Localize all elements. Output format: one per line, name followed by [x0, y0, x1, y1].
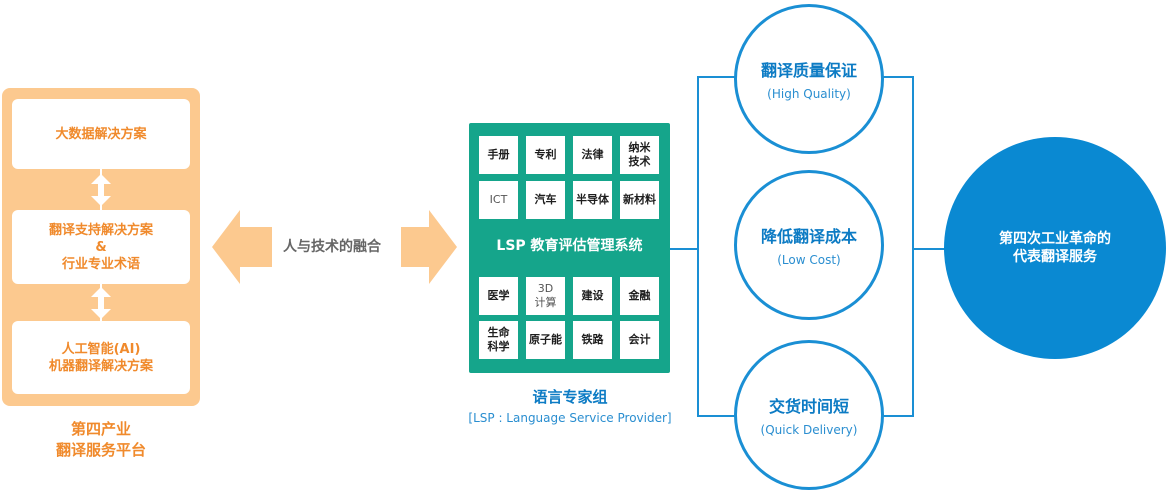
bracket-bottom-right	[880, 415, 914, 417]
bracket-bottom-left	[697, 415, 737, 417]
double-arrow-icon	[91, 174, 111, 206]
domain-label: 原子能	[529, 333, 562, 346]
double-arrow-icon	[91, 287, 111, 319]
terminology-label: 行业专业术语	[61, 256, 140, 272]
left-bracket-line	[697, 76, 699, 416]
domain-label: 手册	[487, 148, 510, 161]
platform-caption-line1: 第四产业	[70, 420, 131, 438]
domain-label: 汽车	[534, 193, 557, 206]
domain-cell: 3D 计算	[526, 277, 565, 315]
lsp-caption-sub: [LSP : Language Service Provider]	[468, 411, 672, 425]
result-line1: 第四次工业革命的	[999, 231, 1111, 247]
domain-cell: 原子能	[526, 321, 565, 359]
bracket-top-left	[697, 76, 737, 78]
big-data-solution-box: 大数据解决方案	[12, 99, 190, 169]
result-line2: 代表翻译服务	[1013, 249, 1097, 265]
lsp-caption: 语言专家组 [LSP : Language Service Provider]	[440, 386, 700, 425]
big-data-solution-label: 大数据解决方案	[55, 126, 147, 142]
delivery-title: 交货时间短	[768, 397, 849, 416]
platform-caption-line2: 翻译服务平台	[55, 441, 146, 459]
bracket-top-right	[880, 76, 914, 78]
domain-label: 纳米 技术	[628, 141, 651, 168]
domain-label: 3D 计算	[534, 282, 557, 309]
domain-cell: 会计	[620, 321, 659, 359]
domain-cell: 纳米 技术	[620, 136, 659, 174]
translation-platform-panel: 大数据解决方案 翻译支持解决方案 & 行业专业术语 人工智能(AI) 机器翻译解…	[2, 88, 200, 406]
board-connector	[670, 248, 698, 250]
platform-caption: 第四产业 翻译服务平台	[2, 419, 200, 461]
domain-label: 生命 科学	[487, 326, 510, 353]
mt-solution-label: 机器翻译解决方案	[48, 358, 153, 374]
domain-cell: 专利	[526, 136, 565, 174]
domain-label: 金融	[628, 289, 651, 302]
domain-label: 法律	[581, 148, 604, 161]
domain-label: 新材料	[623, 193, 656, 206]
domain-cell: 新材料	[620, 181, 659, 219]
domain-cell: 医学	[479, 277, 518, 315]
cost-circle: 降低翻译成本 (Low Cost)	[734, 170, 884, 320]
fusion-label: 人与技术的融合	[283, 239, 381, 255]
translation-support-label: 翻译支持解决方案	[48, 222, 153, 238]
quality-circle: 翻译质量保证 (High Quality)	[734, 4, 884, 154]
domain-label: 专利	[534, 148, 557, 161]
domain-cell: 铁路	[573, 321, 612, 359]
domain-cell: 汽车	[526, 181, 565, 219]
lsp-system-title: LSP 教育评估管理系统	[496, 238, 643, 254]
domain-label: 半导体	[576, 193, 609, 206]
delivery-circle: 交货时间短 (Quick Delivery)	[734, 340, 884, 490]
domain-cell: 生命 科学	[479, 321, 518, 359]
left-arrow-icon	[212, 210, 272, 284]
domain-cell: 建设	[573, 277, 612, 315]
right-arrow-icon	[401, 210, 457, 284]
domain-label: ICT	[489, 193, 508, 206]
cost-title: 降低翻译成本	[760, 227, 857, 246]
domain-cell: 法律	[573, 136, 612, 174]
domain-cell: ICT	[479, 181, 518, 219]
translation-support-box: 翻译支持解决方案 & 行业专业术语	[12, 210, 190, 284]
quality-title: 翻译质量保证	[760, 61, 857, 80]
domain-cell: 手册	[479, 136, 518, 174]
fusion-arrows	[212, 210, 457, 284]
result-connector	[912, 248, 946, 250]
domain-label: 建设	[581, 289, 604, 302]
delivery-sub: (Quick Delivery)	[760, 423, 858, 437]
domain-label: 会计	[628, 333, 651, 346]
domain-cell: 金融	[620, 277, 659, 315]
lsp-management-system-board: 手册 专利 法律 纳米 技术 ICT 汽车 半导体 新材料 LSP 教育评估管理…	[469, 123, 670, 373]
domain-label: 医学	[487, 289, 510, 302]
domain-label: 铁路	[581, 333, 604, 346]
lsp-caption-title: 语言专家组	[532, 388, 608, 406]
cost-sub: (Low Cost)	[777, 253, 841, 267]
ai-label: 人工智能(AI)	[61, 341, 141, 357]
right-bracket-line	[912, 76, 914, 416]
ai-mt-solution-box: 人工智能(AI) 机器翻译解决方案	[12, 321, 190, 394]
ampersand-label: &	[95, 239, 107, 255]
domain-cell: 半导体	[573, 181, 612, 219]
result-circle: 第四次工业革命的 代表翻译服务	[944, 137, 1166, 359]
quality-sub: (High Quality)	[767, 87, 851, 101]
